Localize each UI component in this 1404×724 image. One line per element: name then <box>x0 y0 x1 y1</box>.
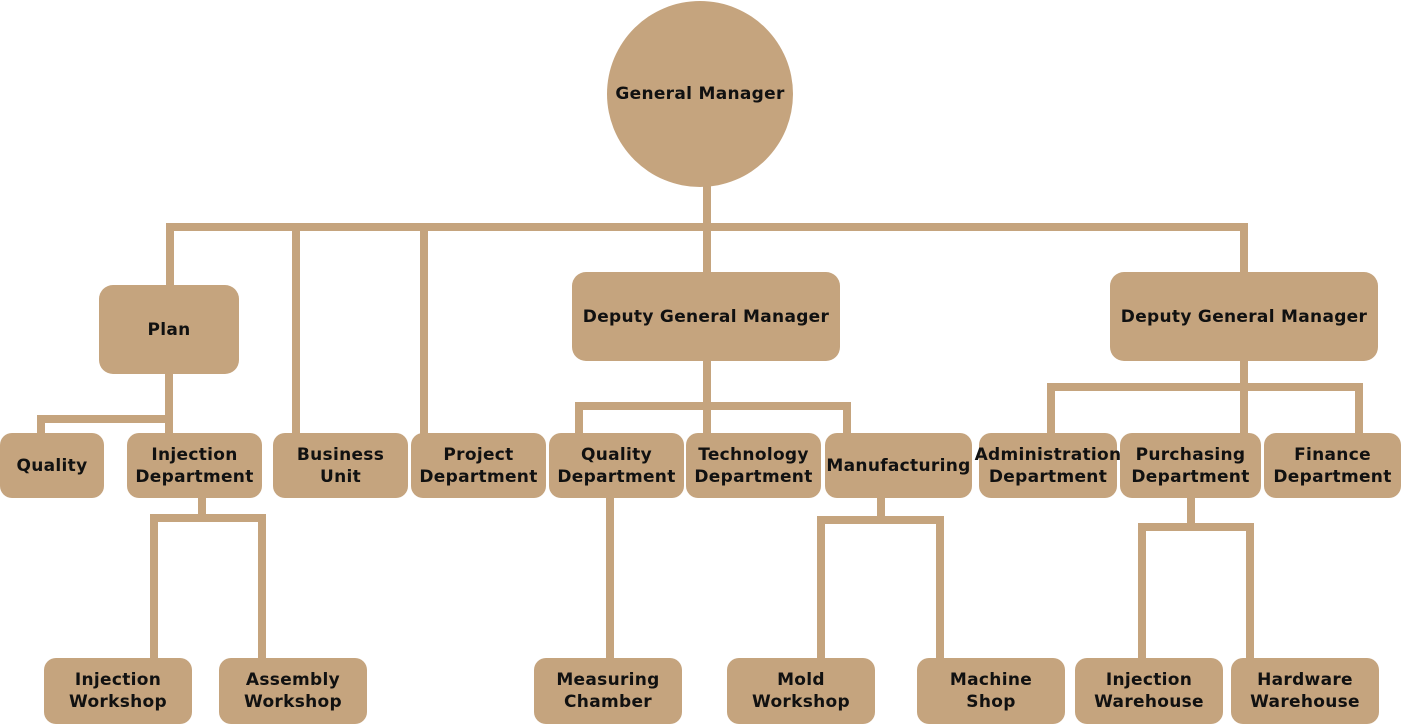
connector-deputy-right-bar <box>1047 383 1363 391</box>
node-deputy-general-manager-left: Deputy General Manager <box>572 272 840 361</box>
node-project-department: Project Department <box>411 433 546 498</box>
node-general-manager: General Manager <box>607 1 793 187</box>
connector-manufacturing-bar <box>817 516 944 524</box>
node-administration-department: Administration Department <box>975 433 1121 498</box>
node-quality: Quality <box>0 433 104 498</box>
node-business-unit: Business Unit <box>273 433 408 498</box>
node-injection-warehouse: Injection Warehouse <box>1075 658 1223 724</box>
connector-injection-dept-stem <box>198 496 206 518</box>
connector-plan-quality-bar <box>37 415 170 423</box>
node-hardware-warehouse: Hardware Warehouse <box>1231 658 1379 724</box>
connector-business-unit <box>292 223 300 435</box>
node-quality-department: Quality Department <box>549 433 684 498</box>
connector-injection-dept-bar <box>150 514 266 522</box>
node-manufacturing: Manufacturing <box>825 433 972 498</box>
node-injection-department: Injection Department <box>127 433 262 498</box>
connector-root-stem <box>703 183 711 228</box>
connector-deputy-left <box>703 223 711 273</box>
node-technology-department: Technology Department <box>686 433 821 498</box>
connector-machine-shop <box>936 516 944 660</box>
node-deputy-general-manager-right: Deputy General Manager <box>1110 272 1378 361</box>
connector-purchasing-bar <box>1138 523 1254 531</box>
connector-injection-workshop <box>150 514 158 660</box>
connector-manufacturing-stem <box>877 496 885 518</box>
connector-plan <box>166 223 174 286</box>
connector-mold-workshop <box>817 516 825 660</box>
connector-purchasing-stem <box>1187 496 1195 526</box>
connector-assembly-workshop <box>258 514 266 660</box>
connector-deputy-right-stem <box>1240 358 1248 435</box>
connector-quality-department <box>575 402 583 435</box>
node-assembly-workshop: Assembly Workshop <box>219 658 367 724</box>
connector-injection-warehouse <box>1138 523 1146 660</box>
node-mold-workshop: Mold Workshop <box>727 658 875 724</box>
connector-hardware-warehouse <box>1246 523 1254 660</box>
connector-deputy-left-stem <box>703 358 711 435</box>
node-finance-department: Finance Department <box>1264 433 1401 498</box>
connector-project-department <box>420 223 428 435</box>
node-plan: Plan <box>99 285 239 374</box>
node-machine-shop: Machine Shop <box>917 658 1065 724</box>
node-injection-workshop: Injection Workshop <box>44 658 192 724</box>
node-purchasing-department: Purchasing Department <box>1120 433 1261 498</box>
connector-manufacturing <box>843 402 851 435</box>
connector-administration <box>1047 383 1055 435</box>
node-measuring-chamber: Measuring Chamber <box>534 658 682 724</box>
connector-measuring-chamber <box>606 496 614 660</box>
connector-quality <box>37 415 45 435</box>
connector-deputy-right <box>1240 223 1248 273</box>
connector-deputy-left-bar <box>575 402 851 410</box>
connector-plan-stem <box>165 372 173 435</box>
connector-finance <box>1355 383 1363 435</box>
